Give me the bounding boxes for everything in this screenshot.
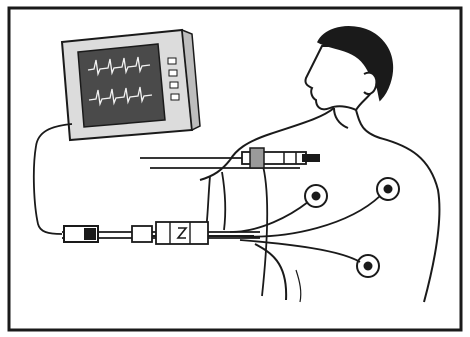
monitor-button: [171, 94, 179, 100]
electrode-abdomen: [357, 255, 379, 277]
monitor-button: [169, 70, 177, 76]
monitor-button: [168, 58, 176, 64]
electrode-chest-left: [305, 185, 327, 207]
patient-ear: [364, 73, 376, 94]
monitor: [62, 30, 200, 140]
monitor-button: [170, 82, 178, 88]
cable-connector: [64, 222, 208, 244]
monitor-screen: [78, 44, 165, 127]
